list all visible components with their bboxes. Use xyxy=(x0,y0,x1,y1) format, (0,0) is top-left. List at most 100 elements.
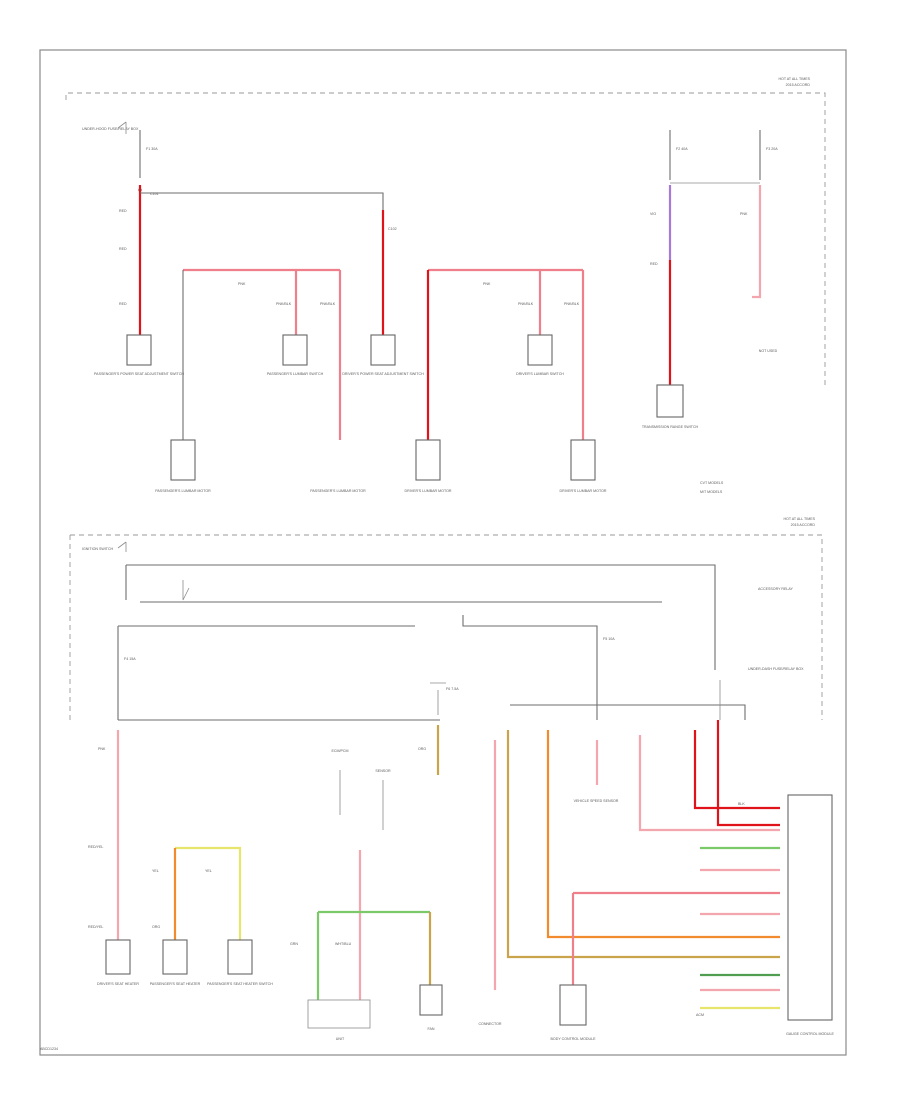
wire-olive-bundle xyxy=(506,730,780,959)
component-passenger-seat-switch xyxy=(126,334,152,366)
component-transmission-range-switch xyxy=(656,384,684,418)
hot-at-all-times-mid-label: HOT AT ALL TIMES xyxy=(783,517,815,521)
hot-at-all-times-mid-sub: 2015 ACCORD xyxy=(791,523,816,527)
relay-label: ACCESSORY RELAY xyxy=(758,587,794,591)
mid-switch-symbol xyxy=(117,541,127,552)
mid-bus-second xyxy=(118,615,598,720)
fuse-b-label: F2 40A xyxy=(676,147,688,151)
diagram-footer-id: ABCD1234 xyxy=(40,1047,58,1051)
component-fan-motor xyxy=(419,984,443,1016)
wire-pink-bundle-4 xyxy=(638,735,780,832)
wire-pink-bundle-5 xyxy=(700,868,780,992)
component-body-control-module-label: BODY CONTROL MODULE xyxy=(551,1037,597,1041)
wire-pink-label-e: PNK/BLK xyxy=(518,302,534,306)
fuse-f-label: F6 7.5A xyxy=(446,687,459,691)
component-passenger-seat-heater xyxy=(162,939,188,975)
component-driver-lumbar-motor-a xyxy=(415,439,441,481)
component-driver-lumbar-switch-label: DRIVER'S LUMBAR SWITCH xyxy=(516,372,564,376)
wire-wht-blu-label: WHT/BLU xyxy=(335,942,352,946)
component-transmission-range-switch-label: TRANSMISSION RANGE SWITCH xyxy=(642,425,699,429)
wire-pink-label-h: PNK xyxy=(98,747,106,751)
wire-red-bundle-2 xyxy=(716,720,780,827)
wire-yel-label-a: YEL xyxy=(152,869,159,873)
component-gauge-control-module xyxy=(787,794,833,1021)
connector-note-label: CONNECTOR xyxy=(478,1022,501,1026)
hot-at-all-times-top-label: HOT AT ALL TIMES xyxy=(778,77,810,81)
mid-switch-contact xyxy=(182,580,190,601)
wire-pink-driver-bus xyxy=(428,268,585,440)
wire-red-label-d: RED xyxy=(650,262,658,266)
wire-red-bundle-1 xyxy=(693,730,780,810)
wire-red-label-b: RED xyxy=(119,247,127,251)
ecm-label: ECM/PCM xyxy=(332,749,349,753)
wire-gray-top-bus xyxy=(140,192,384,335)
component-passenger-lumbar-motor-b-label: PASSENGER'S LUMBAR MOTOR xyxy=(310,489,366,493)
fuse-c-label: F3 20A xyxy=(766,147,778,151)
wire-ecm-drop xyxy=(339,770,384,830)
component-driver-seat-heater-label: DRIVER'S SEAT HEATER xyxy=(97,982,139,986)
wire-pink-label-g: PNK xyxy=(740,212,748,216)
mid-note-label: VEHICLE SPEED SENSOR xyxy=(574,799,619,803)
wire-pink-bundle-2 xyxy=(571,891,780,985)
wire-yel-label-b: YEL xyxy=(205,869,212,873)
mid-bus-top xyxy=(126,564,716,670)
legend-cvt: CVT MODELS xyxy=(700,481,724,485)
component-fan-label: FAN xyxy=(428,1027,435,1031)
wire-pink-label-d: PNK xyxy=(483,282,491,286)
wire-org-label-a: ORG xyxy=(152,925,160,929)
component-passenger-lumbar-motor-a-label: PASSENGER'S LUMBAR MOTOR xyxy=(155,489,211,493)
component-passenger-seat-heater-switch xyxy=(227,939,253,975)
component-driver-lumbar-motor-b xyxy=(570,439,596,481)
wire-red-label-c: RED xyxy=(119,302,127,306)
component-passenger-lumbar-motor-a xyxy=(170,439,196,481)
legend-mt: M/T MODELS xyxy=(700,490,723,494)
component-passenger-lumbar-switch-label: PASSENGER'S LUMBAR SWITCH xyxy=(267,372,324,376)
wire-red-yel-label-b: RED/YEL xyxy=(88,925,103,929)
wire-pink-not-used xyxy=(752,185,762,299)
wire-green-center xyxy=(316,910,430,1000)
wire-org-label-b: ORG xyxy=(418,747,426,751)
wire-orange-bundle xyxy=(546,730,780,939)
wire-yellow-passenger-heater xyxy=(175,846,242,940)
wire-pink-label-a: PNK xyxy=(238,282,246,286)
wire-violet-label: VIO xyxy=(650,212,656,216)
component-driver-lumbar-motor-b-label: DRIVER'S LUMBAR MOTOR xyxy=(560,489,607,493)
component-passenger-lumbar-switch xyxy=(282,334,308,366)
wire-blk-label: BLK xyxy=(738,802,745,806)
fuse-a-label: F1 30A xyxy=(146,147,158,151)
conn-top-1: C101 xyxy=(150,192,159,196)
wire-pink-label-f: PNK/BLK xyxy=(564,302,580,306)
top-right-fuse-feed-a xyxy=(669,130,761,180)
component-body-control-module xyxy=(559,984,587,1026)
wire-grn-label: GRN xyxy=(290,942,298,946)
acm-label: ACM xyxy=(696,1013,704,1017)
wire-pink-passenger-bus xyxy=(183,268,342,440)
diagram-frame xyxy=(39,49,847,1056)
fuse-d-label: F4 15A xyxy=(124,657,136,661)
under-dash-fuse-box-label: UNDER-DASH FUSE/RELAY BOX xyxy=(748,667,804,671)
ignition-switch-label: IGNITION SWITCH xyxy=(82,547,114,551)
fuse-e-label: F5 10A xyxy=(603,637,615,641)
mid-bus-left xyxy=(125,565,662,603)
component-passenger-seat-heater-switch-label: PASSENGER'S SEAT HEATER SWITCH xyxy=(207,982,273,986)
wire-red-label-a: RED xyxy=(119,209,127,213)
component-passenger-seat-switch-label: PASSENGER'S POWER SEAT ADJUSTMENT SWITCH xyxy=(94,372,184,376)
upper-fuse-box-boundary xyxy=(65,92,826,385)
mid-center-fuse xyxy=(430,682,446,715)
wire-pink-label-c: PNK/BLK xyxy=(320,302,336,306)
component-unit-label: UNIT xyxy=(336,1037,345,1041)
hot-at-all-times-top-sub: 2015 ACCORD xyxy=(786,83,811,87)
wire-pink-label-b: PNK/BLK xyxy=(276,302,292,306)
sensor-label: SENSOR xyxy=(375,769,391,773)
component-gauge-control-module-label: GAUGE CONTROL MODULE xyxy=(786,1032,834,1036)
component-unit-box xyxy=(307,999,371,1029)
mid-dash-bus xyxy=(118,704,746,721)
top-switch-symbol xyxy=(117,121,127,134)
component-driver-lumbar-switch xyxy=(527,334,553,366)
component-driver-lumbar-motor-a-label: DRIVER'S LUMBAR MOTOR xyxy=(405,489,452,493)
ignition-label-top: UNDER-HOOD FUSE/RELAY BOX xyxy=(82,127,139,131)
mid-fuse-box-boundary xyxy=(69,534,823,720)
component-driver-seat-switch xyxy=(370,334,396,366)
component-driver-seat-heater xyxy=(105,939,131,975)
